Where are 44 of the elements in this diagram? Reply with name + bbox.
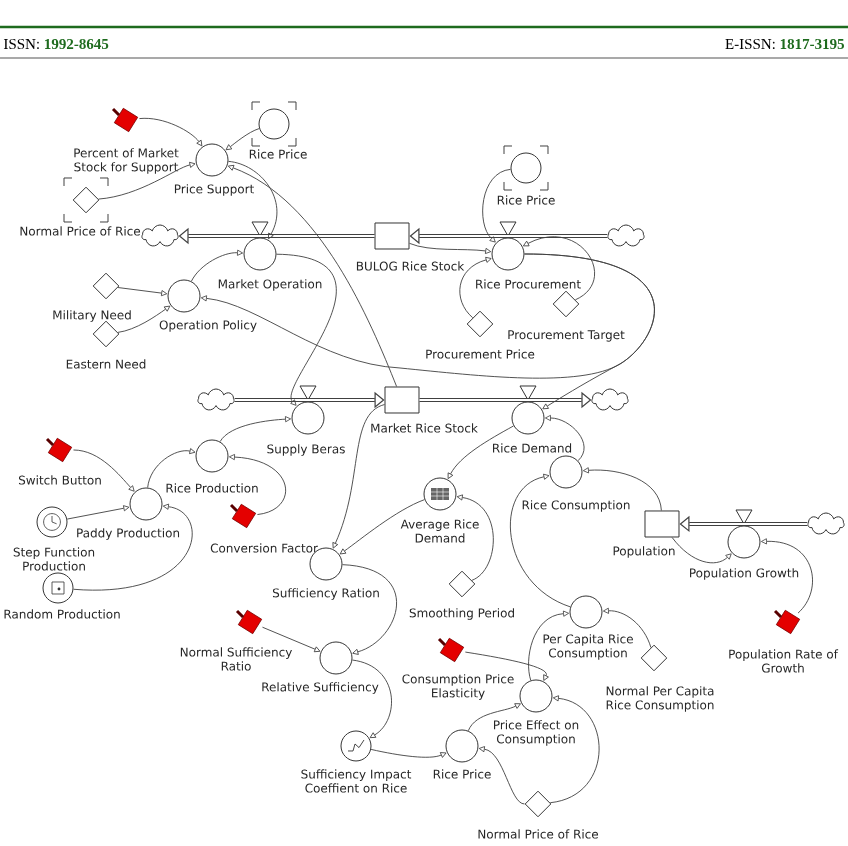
link-arrow — [582, 467, 662, 511]
link-arrow — [227, 164, 398, 387]
link-arrow — [139, 117, 203, 147]
cloud-symbol — [197, 388, 235, 411]
link-arrow — [332, 404, 385, 549]
link-arrow — [228, 160, 278, 240]
link-arrow — [409, 242, 492, 254]
link-arrow — [467, 703, 521, 732]
link-arrow — [219, 416, 292, 443]
cloud-symbol — [807, 512, 845, 535]
link-arrow — [602, 607, 652, 648]
link-arrow — [225, 128, 260, 151]
link-arrow — [147, 448, 196, 488]
link-arrow — [342, 564, 397, 655]
link-arrow — [229, 454, 287, 515]
link-arrow — [339, 499, 425, 555]
link-arrow — [98, 161, 196, 200]
link-arrow — [447, 425, 514, 479]
link-arrow — [117, 287, 168, 297]
link-arrow — [370, 748, 447, 758]
link-arrow — [549, 695, 600, 804]
cloud-symbol — [141, 224, 179, 247]
cloud-symbol — [591, 388, 629, 411]
link-arrow — [73, 503, 193, 591]
link-arrow — [190, 249, 244, 282]
link-arrow — [66, 505, 130, 520]
cloud-symbol — [607, 224, 645, 247]
link-arrow — [351, 659, 392, 739]
link-arrow — [464, 651, 549, 681]
link-arrow — [524, 253, 655, 410]
link-arrow — [761, 538, 813, 614]
link-arrow — [459, 256, 492, 319]
link-arrow — [523, 236, 595, 301]
link-arrow — [456, 494, 494, 581]
link-arrow — [478, 746, 525, 805]
link-arrow — [482, 168, 511, 243]
link-arrow — [509, 473, 571, 608]
link-arrow — [671, 537, 732, 564]
link-arrow — [73, 449, 135, 492]
link-arrow — [117, 305, 171, 333]
link-arrow — [276, 253, 337, 406]
link-arrow — [262, 626, 321, 653]
link-arrow — [528, 610, 570, 681]
link-arrow — [545, 414, 585, 462]
